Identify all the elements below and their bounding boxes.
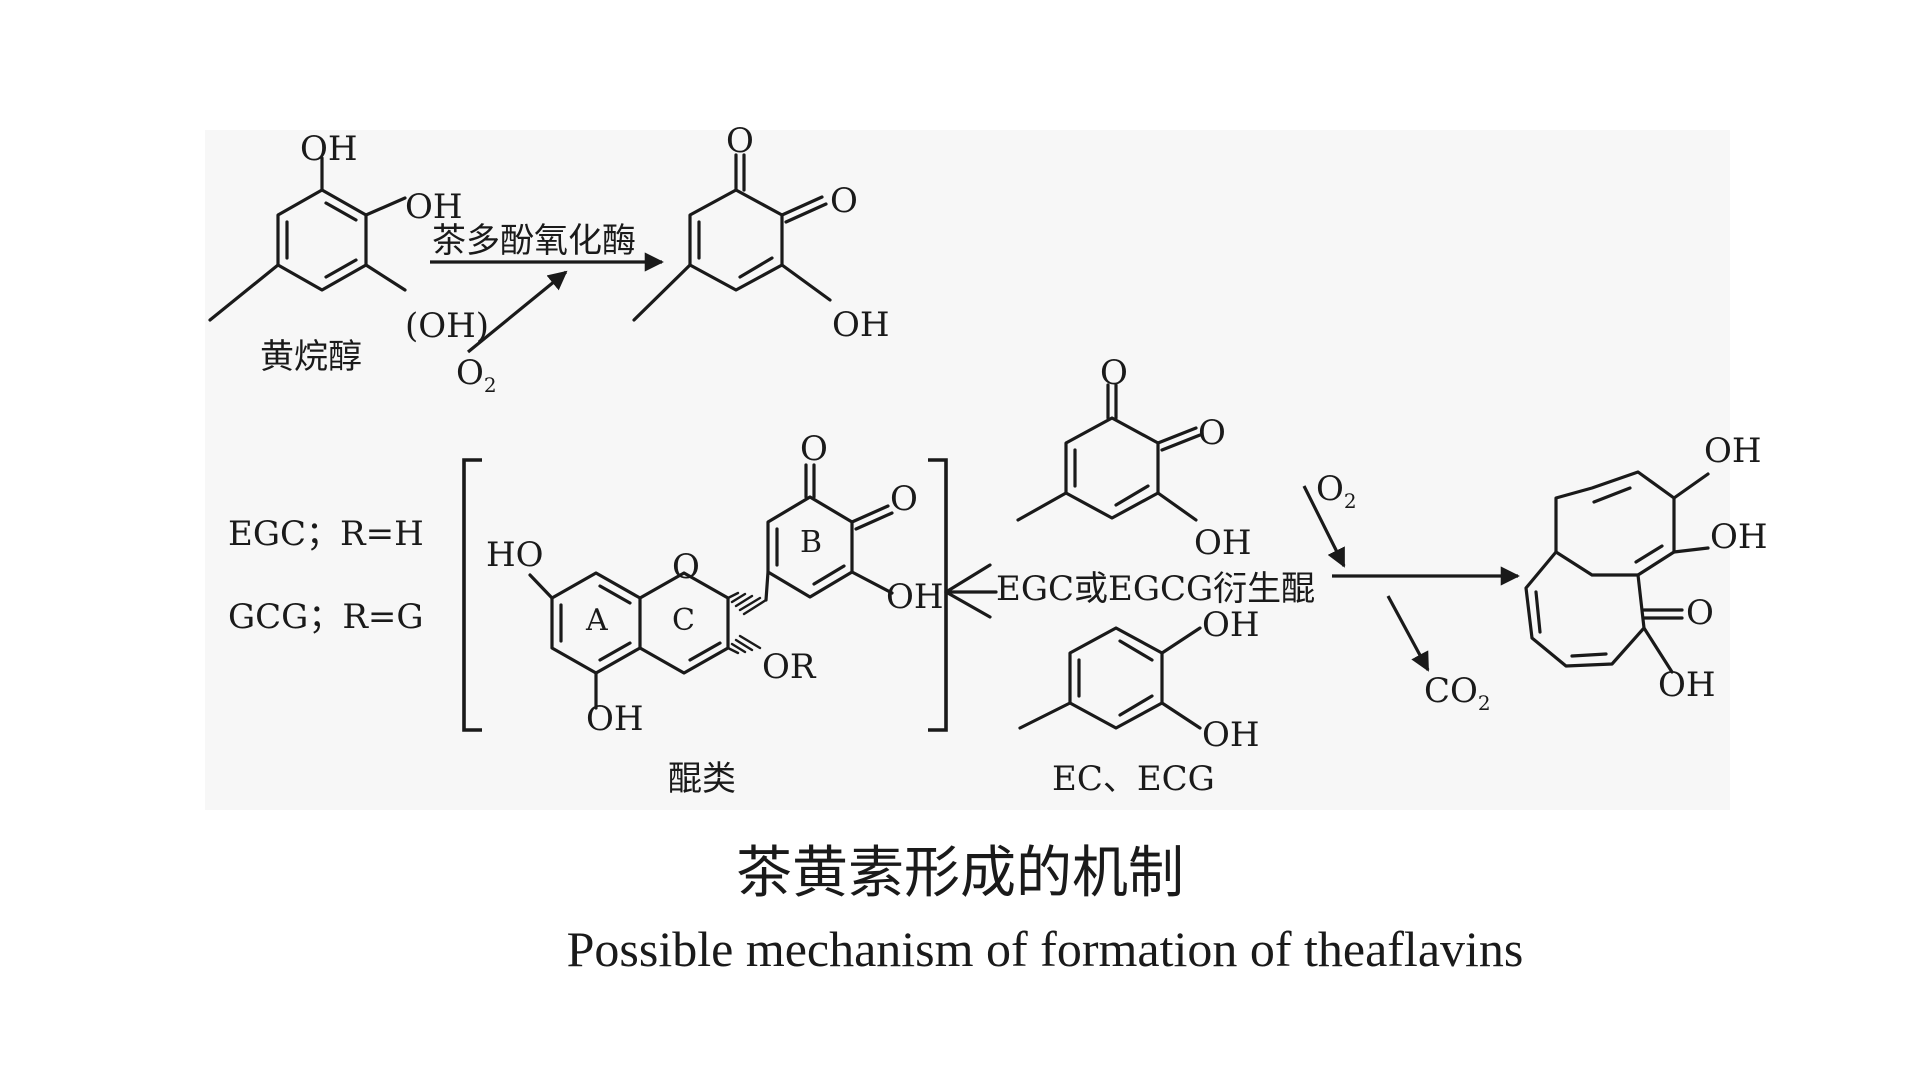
ec-label: EC、ECG	[1052, 759, 1215, 799]
ec-catechol-structure	[1018, 626, 1202, 730]
egc-quinone-oh: OH	[1194, 523, 1252, 563]
quinone-ho: HO	[486, 535, 544, 575]
final-oh-2: OH	[1710, 517, 1768, 557]
legend-egc: EGC；R=H	[228, 514, 424, 554]
flavanol-oh-paren: (OH)	[405, 306, 489, 346]
quinone-oh-bottom: OH	[586, 699, 644, 739]
quinone-o-top: O	[800, 429, 828, 469]
catechin-quinone-structure	[528, 463, 894, 710]
bracket-left	[462, 458, 482, 732]
quinone-class-label: 醌类	[668, 759, 736, 799]
co2-output-arrow	[1386, 595, 1430, 672]
scheme-panel	[205, 130, 1730, 810]
bracket-right	[928, 458, 948, 732]
quinone-oh-right: OH	[886, 577, 944, 617]
o-quinone-structure	[632, 153, 832, 322]
co2-label: CO2	[1424, 671, 1491, 715]
o2-input-arrow	[466, 270, 568, 354]
final-o-keto: O	[1686, 593, 1714, 633]
flavanol-oh-top: OH	[300, 129, 358, 169]
egc-quinone-o-top: O	[1100, 353, 1128, 393]
figure-caption-zh: 茶黄素形成的机制	[736, 841, 1184, 906]
quinone-o-right: O	[890, 479, 918, 519]
quinone-ring-o: O	[672, 547, 700, 587]
ring-a-label: A	[585, 603, 608, 638]
final-oh-1: OH	[1704, 431, 1762, 471]
flavanol-oh-mid: OH	[405, 187, 463, 227]
egc-quinone-o-right: O	[1198, 413, 1226, 453]
o2-label-final: O2	[1316, 469, 1357, 513]
legend-gcg: GCG；R=G	[228, 597, 424, 637]
figure-caption-en: Possible mechanism of formation of theaf…	[566, 921, 1524, 977]
ec-oh-bottom: OH	[1202, 715, 1260, 755]
o2-input-arrow-2	[1302, 485, 1346, 568]
flavanol-structure	[208, 156, 407, 322]
quinone-or: OR	[762, 647, 817, 687]
ring-b-label: B	[800, 525, 822, 560]
flavanol-label: 黄烷醇	[260, 337, 362, 377]
o2-label-top: O2	[456, 353, 497, 397]
o-quinone-o-top: O	[726, 121, 754, 161]
o-quinone-o-right: O	[830, 181, 858, 221]
ring-c-label: C	[672, 603, 695, 638]
combine-mark	[944, 563, 998, 619]
egc-quinone-structure	[1016, 383, 1202, 522]
ec-oh-top: OH	[1202, 605, 1260, 645]
egc-derivative-label: EGC或EGCG衍生醌	[996, 569, 1315, 609]
benzotropolone-structure	[1524, 470, 1710, 674]
final-oh-3: OH	[1658, 665, 1716, 705]
o-quinone-oh: OH	[832, 305, 890, 345]
enzyme-label: 茶多酚氧化酶	[432, 221, 636, 261]
